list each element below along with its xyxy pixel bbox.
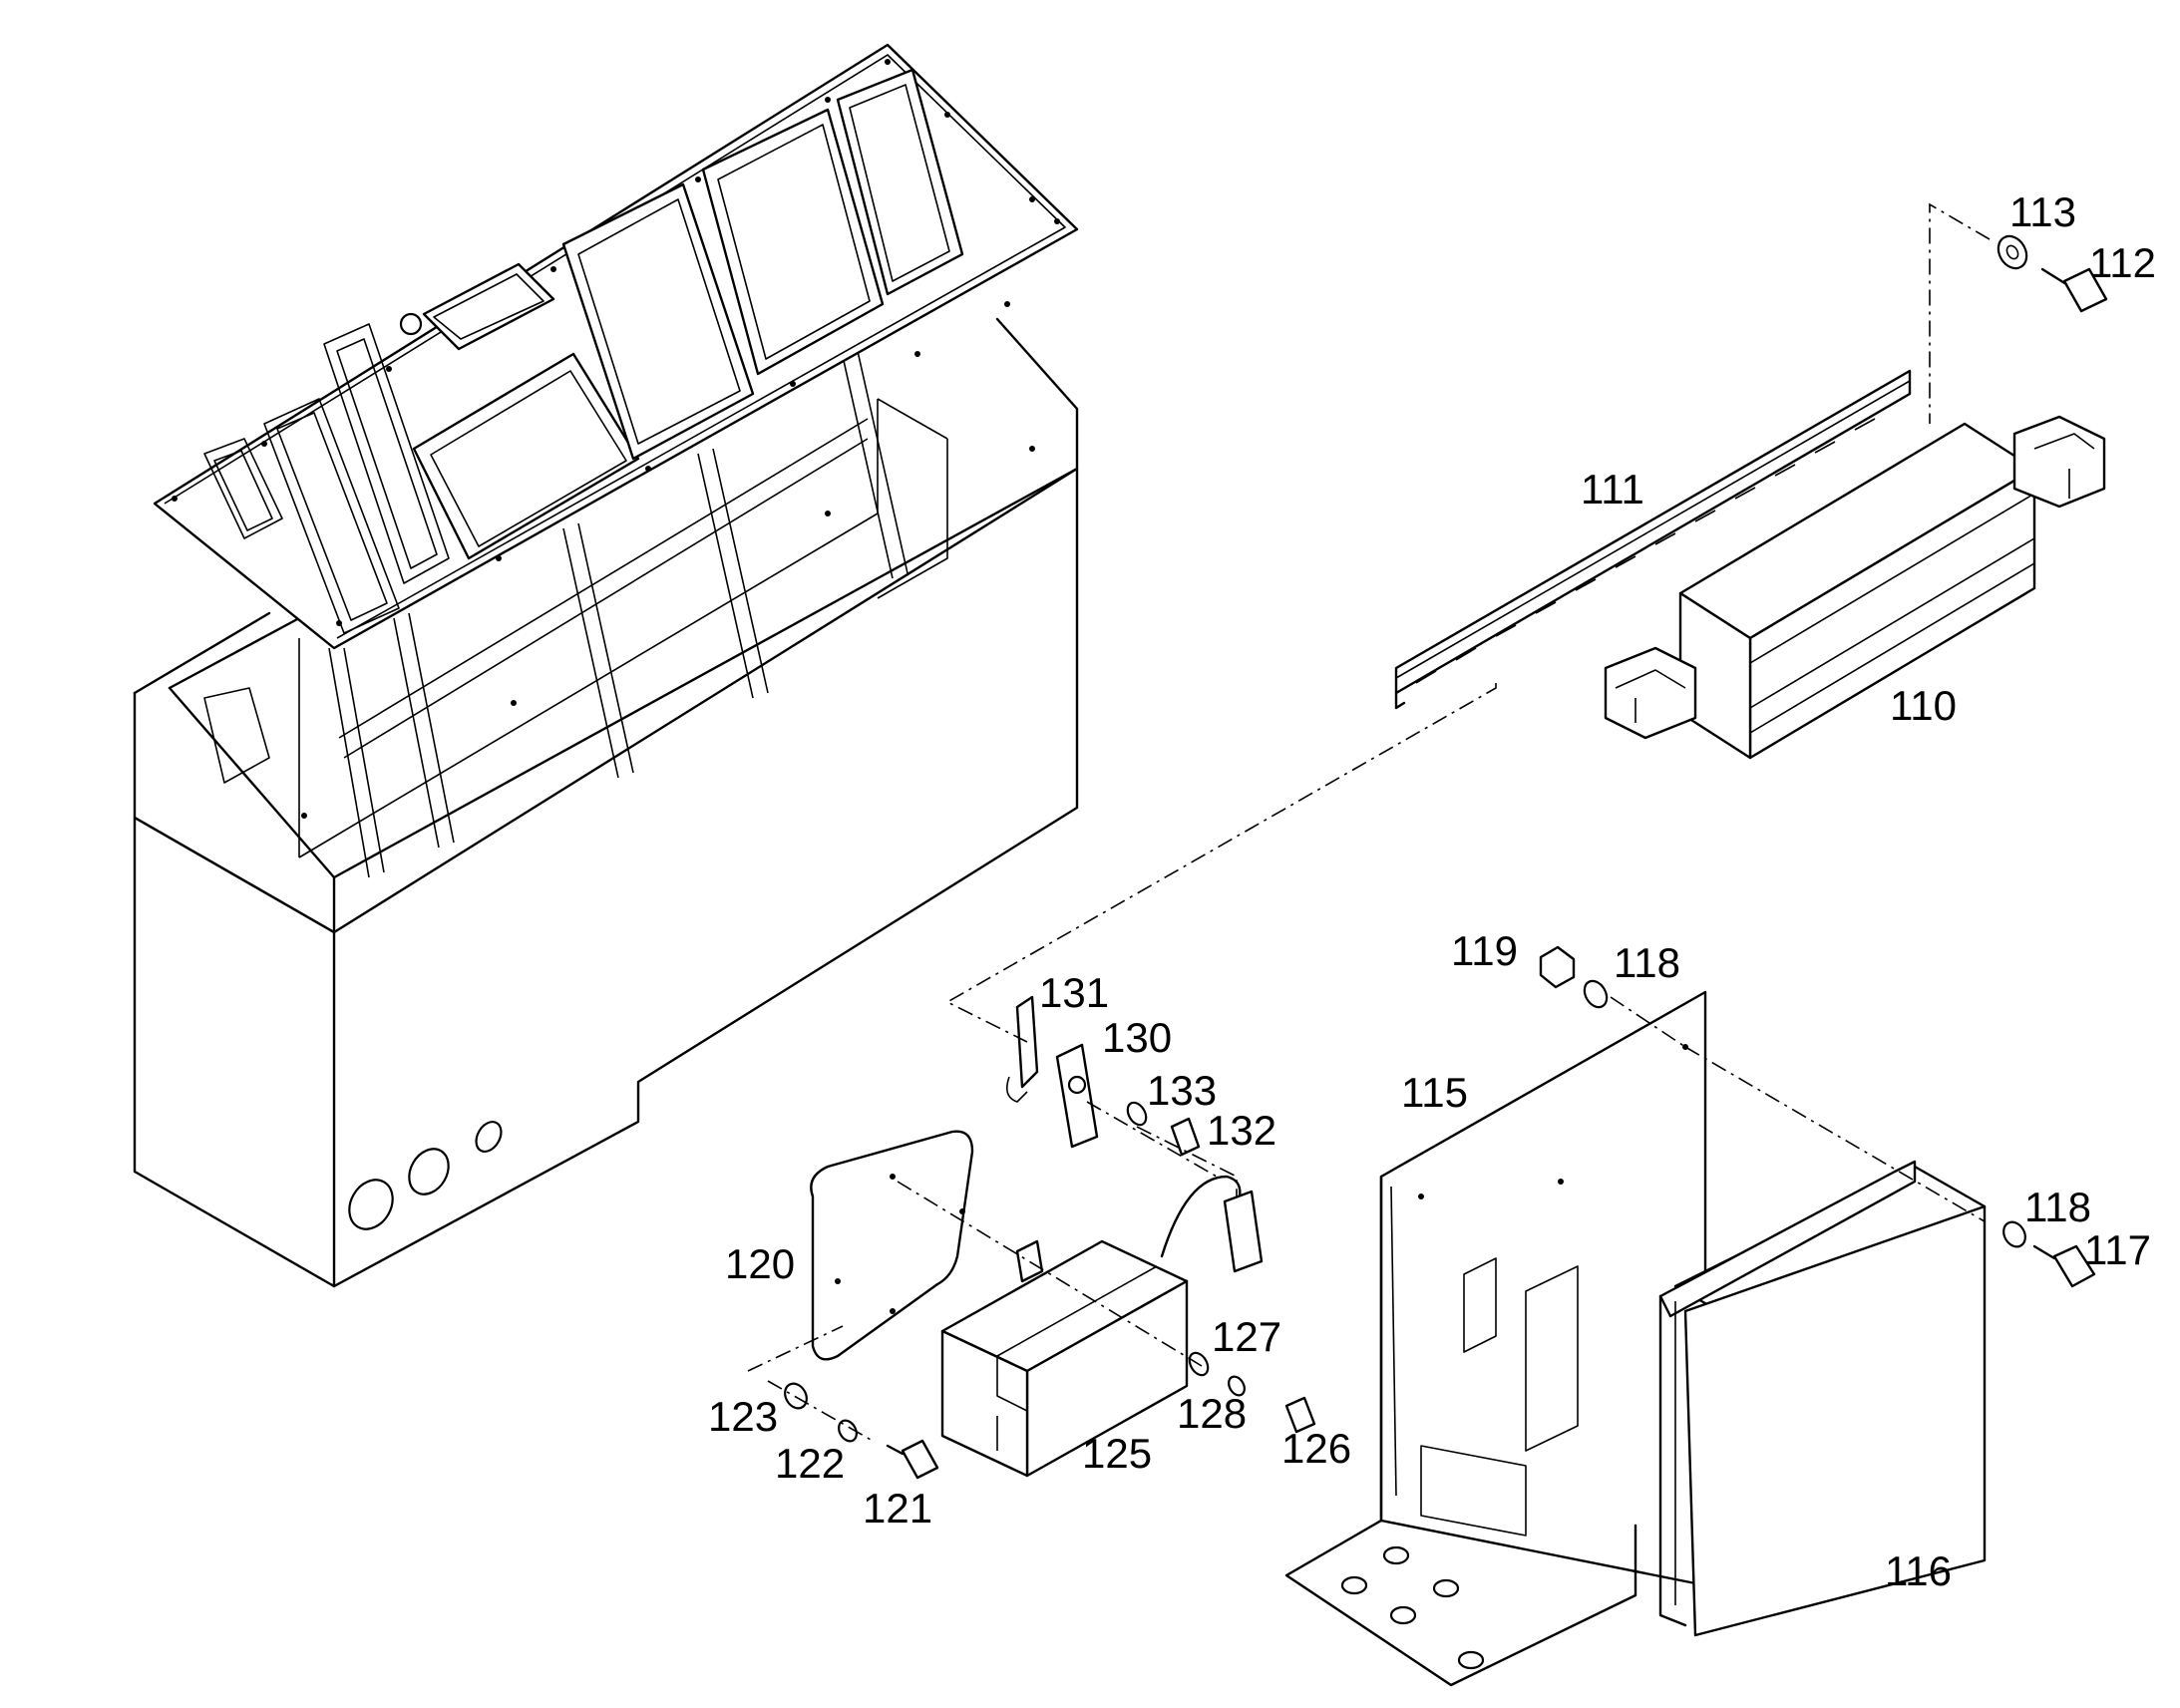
callout-118-top: 118	[1614, 939, 1680, 986]
hardware-fasteners	[784, 234, 2108, 1480]
din-clip-and-holder	[1006, 995, 1099, 1149]
callout-123: 123	[708, 1393, 778, 1440]
callout-122: 122	[775, 1440, 845, 1487]
din-rail	[1394, 369, 1912, 710]
assembly-leader-lines	[747, 202, 1991, 1442]
callout-133: 133	[1147, 1067, 1217, 1114]
callout-131: 131	[1039, 969, 1109, 1016]
callout-121: 121	[863, 1485, 932, 1532]
cover-plate	[810, 1130, 974, 1361]
filter-module	[940, 1175, 1264, 1478]
callout-111: 111	[1581, 466, 1644, 512]
callout-128: 128	[1177, 1390, 1247, 1437]
callout-112: 112	[2089, 239, 2156, 286]
callout-116: 116	[1885, 1547, 1952, 1594]
callout-126: 126	[1281, 1425, 1351, 1472]
callout-125: 125	[1082, 1430, 1152, 1477]
lid-gasket-panel	[153, 43, 1079, 650]
mounting-bracket	[1284, 990, 1707, 1687]
callout-130: 130	[1102, 1014, 1172, 1061]
callout-127: 127	[1212, 1313, 1281, 1360]
callout-119: 119	[1451, 927, 1518, 974]
part-callouts: 110 111 112 113 115 116 117 118 118 119 …	[708, 188, 2156, 1594]
cabinet-enclosure	[133, 317, 1079, 1288]
callout-115: 115	[1401, 1069, 1468, 1116]
callout-117: 117	[2084, 1226, 2151, 1273]
callout-113: 113	[2009, 188, 2076, 235]
callout-132: 132	[1207, 1107, 1276, 1154]
callout-110: 110	[1890, 682, 1957, 729]
transformer-box	[1658, 1160, 1987, 1637]
power-supply	[1604, 415, 2106, 760]
callout-118-right: 118	[2024, 1184, 2091, 1230]
callout-120: 120	[725, 1240, 795, 1287]
